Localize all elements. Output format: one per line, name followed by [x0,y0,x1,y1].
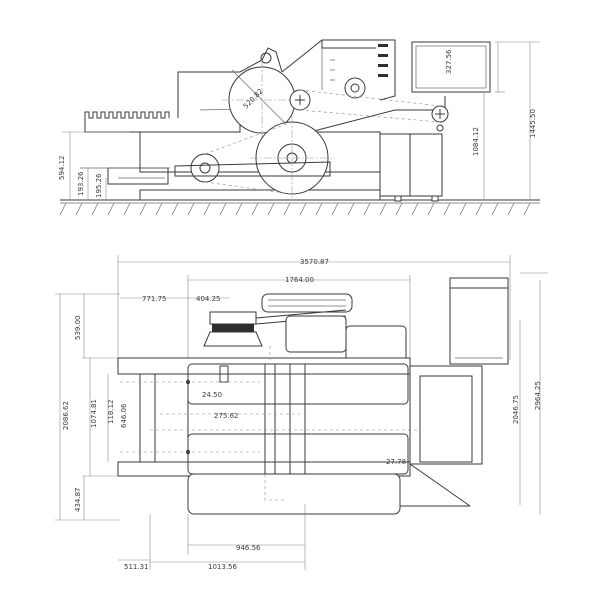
dim-bearing-offset: 24.50 [202,391,222,399]
dim-frame-width: 1074.81 [90,399,98,428]
cabinet [379,133,443,202]
dim-overall-width: 2086.62 [62,401,70,430]
dim-feed-height: 594.12 [58,156,66,181]
left-dimensions: 2086.62 539.00 1074.81 118.12 646.06 434… [55,293,128,521]
dim-motor-offset: 2046.75 [512,395,520,424]
dim-motor-height: 327.56 [445,49,453,74]
ground-hatch [59,199,540,216]
dim-left-offset: 771.75 [142,295,167,303]
dim-left-margin: 511.31 [124,563,149,571]
motor-top [449,277,509,365]
base-frame [80,167,381,201]
top-view: 3570.87 1764.00 771.75 404.25 [55,255,548,571]
dim-total-height: 1445.50 [529,109,537,138]
dim-overall-length: 3570.87 [300,258,329,266]
dim-box-height: 1084.12 [472,127,480,156]
dim-inner-width: 118.12 [107,400,115,425]
dim-pulley-offset: 404.25 [196,295,221,303]
drive-pulleys [174,77,449,200]
dim-step-height-2: 195.26 [95,173,103,198]
dim-plate-offset: 27.78 [386,458,406,466]
side-dimensions: 1445.50 1084.12 594.12 193.26 195.26 [58,42,537,200]
dim-hopper-width: 646.06 [120,403,128,428]
dim-shaft-offset: 275.62 [214,412,239,420]
side-view: 520.82 327.56 [58,39,540,216]
top-dim-lines: 3570.87 1764.00 771.75 404.25 [117,255,548,360]
dim-drive-span: 1013.56 [208,563,237,571]
dim-center-length: 1764.00 [285,276,314,284]
right-dimensions: 2046.75 2964.25 [512,280,542,515]
bottom-dimensions: 946.56 511.31 1013.56 [118,504,306,571]
main-frame: 24.50 275.62 27.78 [117,346,483,515]
motor-box: 327.56 [411,41,540,93]
dim-step-height-1: 193.26 [77,171,85,196]
dim-bottom-offset: 434.87 [74,488,82,513]
dim-bearing-span: 946.56 [236,544,261,552]
flywheel-top [203,293,407,367]
dim-top-offset: 539.00 [74,316,82,341]
dim-overall-depth: 2964.25 [534,381,542,410]
